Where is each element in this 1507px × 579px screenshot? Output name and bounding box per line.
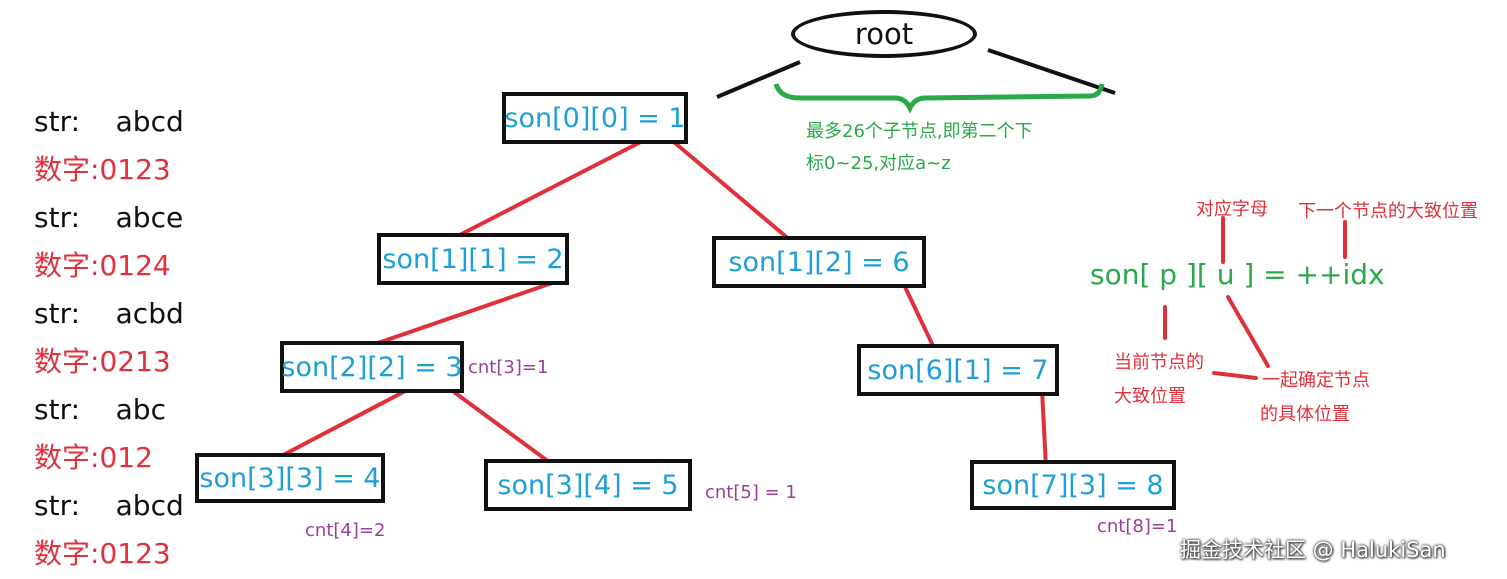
green-brace [773,83,1105,114]
node-son-3-4: son[3][4] = 5 [484,459,692,511]
node-son-1-1: son[1][1] = 2 [377,233,569,285]
root-right-line [987,48,1116,95]
num-line-3: 数字:0213 [34,345,171,378]
node-son-3-3: son[3][3] = 4 [195,453,385,503]
annotation-cur-pos-2: 大致位置 [1114,386,1186,407]
str-line-2: str: abce [34,201,184,234]
node-son-1-2: son[1][2] = 6 [712,236,926,288]
edge-2-3 [350,281,554,354]
str-line-4: str: abc [34,393,166,426]
brace-note-line-2: 标0~25,对应a~z [806,153,951,174]
node-son-0-0: son[0][0] = 1 [502,92,688,144]
node-son-7-3: son[7][3] = 8 [970,460,1176,510]
num-line-1: 数字:0123 [34,153,171,186]
node-son-6-1: son[6][1] = 7 [857,344,1059,396]
num-line-5: 数字:0123 [34,537,171,570]
node-son-2-2: son[2][2] = 3 [280,341,464,393]
annotation-letter: 对应字母 [1196,199,1268,220]
brace-note-line-1: 最多26个子节点,即第二个下 [806,121,1033,142]
edge-1-2 [448,130,662,242]
annotation-together-2: 的具体位置 [1260,404,1350,425]
cnt-label-3: cnt[3]=1 [468,357,549,378]
formula: son[ p ][ u ] = ++idx [1090,258,1385,291]
str-line-5: str: abcd [34,489,184,522]
root-left-line [716,60,801,99]
edge-1-6 [660,130,792,242]
connector-u [1226,295,1270,368]
cnt-label-4: cnt[4]=2 [305,520,386,541]
annotation-next-pos: 下一个节点的大致位置 [1298,201,1478,222]
annotation-cur-pos-1: 当前节点的 [1114,352,1204,373]
str-line-3: str: acbd [34,297,184,330]
num-line-4: 数字:012 [34,441,153,474]
connector-bracket [1212,371,1258,380]
edge-7-8 [1040,388,1048,469]
str-line-1: str: abcd [34,105,184,138]
cnt-label-5: cnt[5] = 1 [705,482,797,503]
root-node: root [791,10,977,58]
watermark: 掘金技术社区 @ HalukiSan [1180,538,1446,562]
edge-3-5 [433,376,562,472]
annotation-together-1: 一起确定节点 [1262,370,1370,391]
cnt-label-8: cnt[8]=1 [1097,516,1178,537]
num-line-2: 数字:0124 [34,249,171,282]
